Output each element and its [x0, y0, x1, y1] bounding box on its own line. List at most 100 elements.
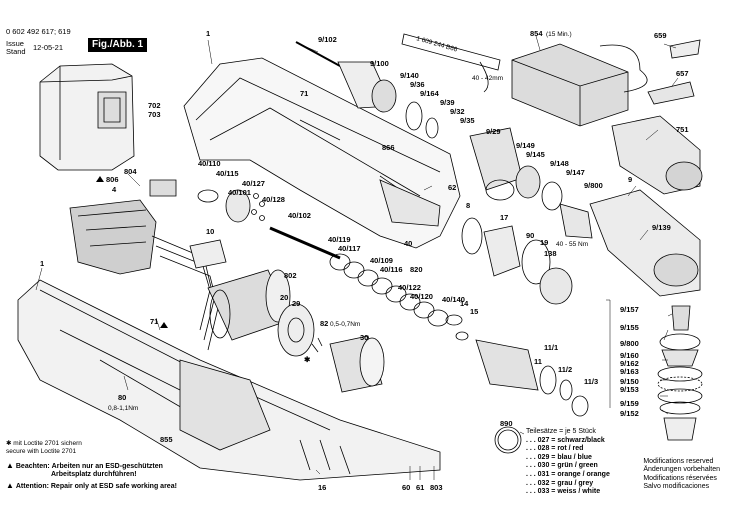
- beachten-label: Beachten:: [15, 463, 50, 470]
- callout: 8: [466, 201, 470, 210]
- callout: 9/35: [460, 116, 475, 125]
- loctite-note-line2: secure with Loctite 2701: [6, 447, 77, 455]
- ring-15: [455, 331, 469, 341]
- wrench-hook: [479, 61, 489, 93]
- callout: 62: [448, 183, 456, 192]
- callout: 19: [540, 238, 548, 247]
- modifications-line: Modifications réservées: [643, 474, 717, 482]
- spindle-shaft: [295, 41, 523, 191]
- callout: 9/100: [370, 59, 389, 68]
- callout: 4: [112, 185, 117, 194]
- callout: 9: [628, 175, 632, 184]
- callout-labels: 1 1 702 703 71 71 9/102 9/100 9/140 9/36…: [40, 29, 689, 492]
- callout: 20: [280, 293, 288, 302]
- callout: 9/39: [440, 98, 455, 107]
- callout: 40/101: [228, 188, 251, 197]
- callout: 40/102: [288, 211, 311, 220]
- beachten-text2: Arbeitsplatz durchführen!: [51, 471, 137, 478]
- charger: [511, 43, 648, 127]
- modifications-line: Salvo modificaciones: [643, 483, 710, 491]
- attention-text: Repair only at ESD safe working area!: [50, 483, 177, 490]
- callout: 855: [160, 435, 173, 444]
- callout: 820: [410, 265, 423, 274]
- warning-triangle-icon: [160, 322, 168, 328]
- loctite-note: ✱ mit Loctite 2701 sichern secure with L…: [6, 440, 82, 455]
- battery-pack: [39, 63, 135, 171]
- callout: 82: [320, 319, 328, 328]
- callout: 40/120: [410, 292, 433, 301]
- callout: 11: [534, 357, 542, 366]
- callout: 9/152: [620, 409, 639, 418]
- callout: 40: [404, 239, 412, 248]
- callout: 15: [470, 307, 478, 316]
- callout: 71: [300, 89, 308, 98]
- callout: 40/119: [328, 235, 351, 244]
- nut-138: [539, 267, 573, 305]
- electronics-module: [69, 179, 219, 351]
- ring-14: [445, 314, 463, 326]
- motor-flange: [277, 303, 315, 357]
- head-parts-column: [657, 305, 703, 441]
- esd-warning-de-line2: Arbeitsplatz durchführen!: [51, 471, 137, 479]
- callout: 60: [402, 483, 410, 492]
- callout: 17: [500, 213, 508, 222]
- legend-row: . . . 032 = grau / grey: [526, 479, 594, 487]
- leader-lines: [35, 35, 679, 480]
- callout: 9/800: [620, 339, 639, 348]
- clip-659: [669, 39, 701, 59]
- cap-17: [483, 225, 521, 277]
- parts-set-legend: Teilesätze = je 5 Stück . . . 027 = schw…: [526, 428, 610, 497]
- callout: (15 Min.): [546, 31, 572, 38]
- symbol-marks: ✱: [96, 176, 311, 364]
- lower-housing-shell: [17, 279, 441, 481]
- callout: 40/117: [338, 244, 361, 253]
- modifications-note: Modifications reserved Änderungen vorbeh…: [643, 458, 720, 492]
- callout: 9/155: [620, 323, 639, 332]
- callout: 9/139: [652, 223, 671, 232]
- legend-row: . . . 031 = orange / orange: [526, 470, 610, 478]
- callout: 9/147: [566, 168, 585, 177]
- callout: 30: [360, 333, 368, 342]
- callout: 703: [148, 110, 161, 119]
- callout: 657: [676, 69, 689, 78]
- retaining-ring-8: [461, 217, 483, 255]
- callout: 61: [416, 483, 424, 492]
- esd-warning-de: ▲ Beachten: Arbeiten nur an ESD-geschütz…: [6, 462, 163, 471]
- callout: 11/1: [544, 343, 558, 352]
- callout: 40/128: [262, 195, 285, 204]
- callout: 40/116: [380, 265, 403, 274]
- warning-triangle-icon: [96, 176, 104, 182]
- callout: 9/102: [318, 35, 337, 44]
- callout: 659: [654, 31, 667, 40]
- callout: 806: [106, 175, 119, 184]
- esd-warning-en: ▲ Attention: Repair only at ESD safe wor…: [6, 482, 177, 491]
- callout: 40 - 42mm: [472, 75, 503, 82]
- legend-row: . . . 030 = grün / green: [526, 462, 598, 470]
- callout: 1: [40, 259, 44, 268]
- output-sleeve: [475, 339, 589, 417]
- callout: 9/160: [620, 351, 639, 360]
- callout: 9/157: [620, 305, 639, 314]
- callout: 9/140: [400, 71, 419, 80]
- legend-row: . . . 027 = schwarz/black: [526, 436, 605, 444]
- callout: 702: [148, 101, 161, 110]
- legend-row: . . . 028 = rot / red: [526, 445, 584, 453]
- loctite-star-icon: ✱: [304, 355, 311, 364]
- loctite-note-line1: ✱ mit Loctite 2701 sichern: [6, 440, 82, 447]
- callout: 40/122: [398, 283, 421, 292]
- callout: 9/800: [584, 181, 603, 190]
- beachten-text: Arbeiten nur an ESD-geschützten: [51, 463, 163, 470]
- clutch-stack: [269, 226, 449, 327]
- key-657: [647, 81, 695, 105]
- callout: 9/145: [526, 150, 545, 159]
- motor: [207, 269, 291, 341]
- callout: 14: [460, 299, 469, 308]
- callout: 16: [318, 483, 326, 492]
- callout: 802: [284, 271, 297, 280]
- callout: 866: [382, 143, 395, 152]
- callout: 10: [206, 227, 214, 236]
- ring-90: [521, 239, 551, 285]
- small-parts: [197, 189, 265, 223]
- angle-head-751: [611, 115, 703, 195]
